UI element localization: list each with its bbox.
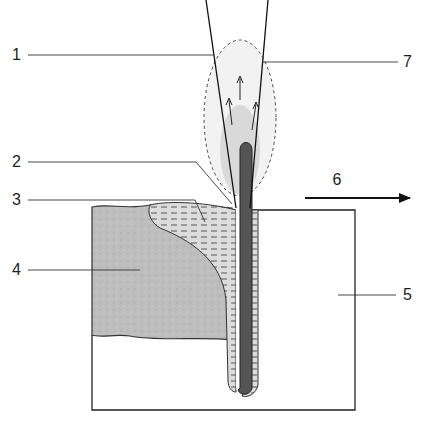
feed-arrow [305,197,410,199]
callout-number: 4 [12,262,21,278]
callout-number: 6 [333,172,342,188]
leader-lines [28,55,398,295]
laser-beam [206,0,236,208]
callout-number: 3 [12,192,21,208]
callout-number: 1 [12,47,21,63]
callout-number: 7 [403,54,412,70]
melt-front [238,143,252,395]
laser-beam [250,0,268,208]
callout-number: 2 [12,154,21,170]
callout-number: 5 [403,287,412,303]
melt-layer [149,203,236,392]
